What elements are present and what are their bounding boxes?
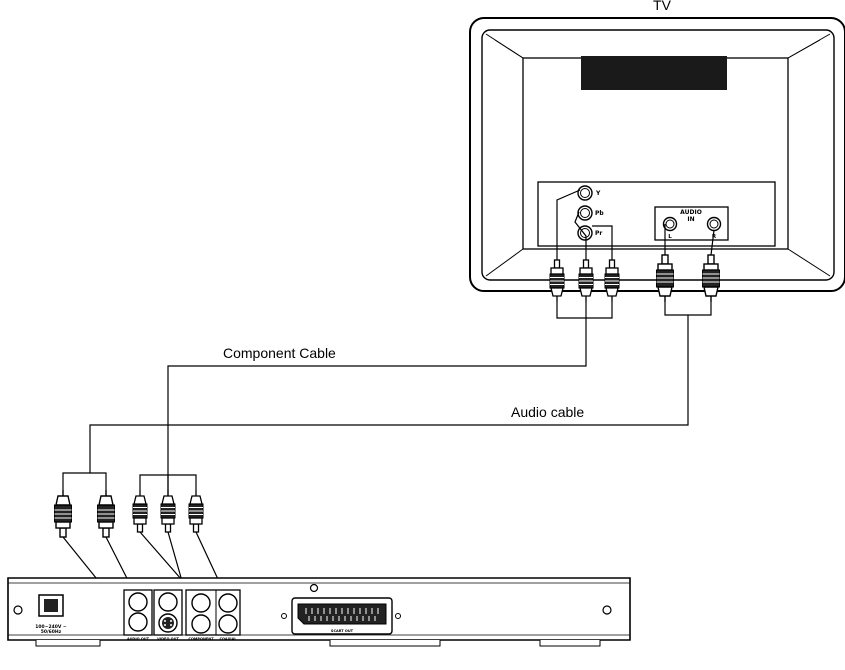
- tv-y-label: Y: [595, 190, 601, 197]
- tv-audio-label: AUDIO: [680, 209, 702, 216]
- audio-out-l-jack: [128, 592, 148, 612]
- tv-audio-in: AUDIO IN L R: [654, 206, 729, 241]
- tv-title: TV: [653, 0, 672, 13]
- tv-audio-r-label: R: [712, 234, 717, 240]
- player-component-plugs: [132, 489, 204, 533]
- tv: TV Y Pb Pr AUDIO IN: [469, 0, 845, 292]
- cable-runs: [62, 302, 712, 510]
- audio-out-label: AUDIO OUT: [127, 637, 150, 641]
- component-cable-run: [167, 318, 587, 510]
- power-socket-inner: [44, 599, 58, 612]
- player-plug-pr: [188, 489, 204, 533]
- tv-jack-wires: [556, 189, 715, 260]
- audio-cable-label: Audio cable: [511, 404, 584, 420]
- coaxial-jack: [218, 614, 238, 634]
- tv-pr-label: Pr: [595, 230, 602, 237]
- tv-in-label: IN: [687, 216, 694, 223]
- player-plug-y: [132, 489, 148, 533]
- coaxial-label: COAXIAL: [219, 637, 237, 641]
- video-out-jack: [158, 592, 178, 612]
- component-pr-jack: [218, 593, 238, 613]
- screw: [13, 605, 23, 615]
- tv-label-plate: [581, 56, 727, 90]
- tv-pb-label: Pb: [595, 210, 604, 217]
- screw: [602, 605, 612, 615]
- audio-out-r-jack: [128, 612, 148, 632]
- player-plug-audio-r: [96, 489, 116, 538]
- power-rating-line1: 100~240V ~: [35, 624, 67, 630]
- screw: [309, 583, 319, 593]
- video-out-label: VIDEO OUT: [157, 637, 179, 641]
- component-pb-jack: [191, 614, 211, 634]
- player-plug-audio-l: [53, 489, 73, 538]
- component-y-jack: [191, 593, 211, 613]
- dvd-player: 100~240V ~ 50/60Hz AUDIO OUT VIDEO OUT C…: [7, 577, 631, 647]
- power-rating-line2: 50/60Hz: [41, 629, 62, 635]
- scart-out-label: SCART OUT: [331, 629, 354, 633]
- tv-component-in: Y Pb Pr: [577, 185, 604, 241]
- component-label: COMPONENT: [188, 637, 214, 641]
- tv-audio-l-label: L: [668, 234, 672, 240]
- component-cable-label: Component Cable: [223, 345, 336, 361]
- player-audio-plugs: [53, 489, 116, 538]
- player-plug-pb: [160, 489, 176, 533]
